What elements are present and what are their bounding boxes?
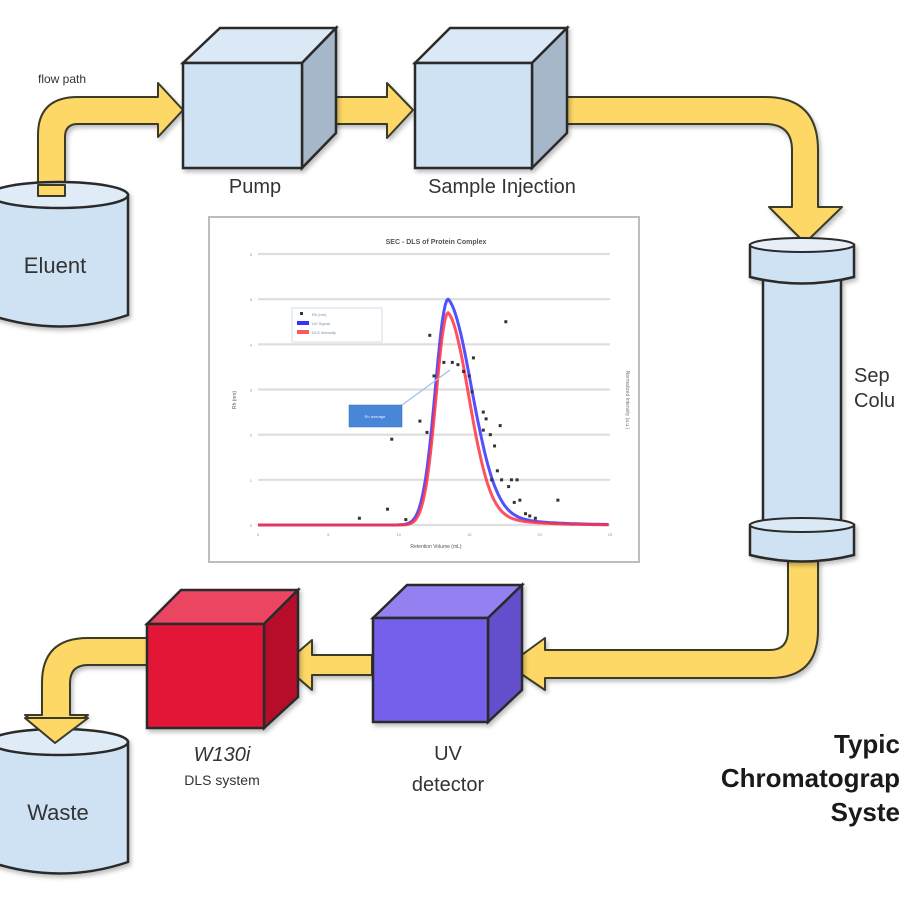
- scatter-point: [518, 498, 522, 502]
- flow-arrow-pump-to-injection: [324, 82, 414, 139]
- flow-arrow-column-to-uv: [507, 559, 819, 691]
- scatter-point: [515, 478, 519, 482]
- scatter-point: [428, 333, 432, 337]
- waste-label: Waste: [27, 800, 89, 825]
- chart-scatter-points: [357, 320, 560, 522]
- uv-label-line2: detector: [412, 774, 485, 796]
- y-tick-label: 6: [250, 252, 253, 257]
- scatter-point: [462, 369, 466, 373]
- scatter-point: [432, 374, 436, 378]
- scatter-point: [471, 356, 475, 360]
- chart-title: SEC - DLS of Protein Complex: [386, 239, 487, 246]
- scatter-point: [404, 518, 408, 522]
- diagram-title-line1: Typic: [834, 729, 900, 759]
- scatter-point: [500, 478, 504, 482]
- scatter-point: [488, 433, 492, 437]
- annotation-text: Rh average: [365, 414, 386, 419]
- legend-item-uv: UV Signal: [312, 321, 330, 326]
- scatter-point: [533, 516, 537, 520]
- legend-marker-rh: [300, 312, 303, 315]
- y-tick-label: 4: [250, 342, 253, 347]
- pump-label: Pump: [229, 176, 281, 198]
- scatter-point: [481, 410, 485, 414]
- scatter-point: [418, 419, 422, 423]
- chart-annotation: Rh average: [348, 369, 451, 428]
- legend-item-rh: Rh (nm): [312, 312, 327, 317]
- diagram-title-line3: Syste: [831, 797, 900, 827]
- scatter-point: [450, 360, 454, 364]
- scatter-point: [357, 516, 361, 520]
- uv-label-line1: UV: [434, 743, 462, 765]
- scatter-point: [456, 363, 460, 367]
- chart-y2-axis-label: Normalized Intensity (a.u.): [624, 371, 630, 430]
- flow-arrow-eluent-inlet: [37, 184, 66, 197]
- x-tick-label: 10: [397, 532, 402, 537]
- sec-dls-chart: SEC - DLS of Protein Complex 0 1 2 3 4 5 6 0 5 1…: [208, 216, 640, 563]
- flow-arrow-injection-to-column: [555, 96, 843, 244]
- x-tick-label: 0: [257, 532, 260, 537]
- scatter-point: [498, 424, 502, 428]
- legend-marker-uv: [297, 321, 309, 325]
- scatter-point: [493, 444, 497, 448]
- scatter-point: [509, 478, 513, 482]
- scatter-point: [390, 437, 394, 441]
- y-tick-label: 3: [250, 388, 253, 393]
- y-tick-label: 0: [250, 523, 253, 528]
- y-tick-label: 5: [250, 297, 253, 302]
- x-tick-label: 15: [467, 532, 472, 537]
- eluent-label: Eluent: [24, 253, 86, 278]
- chart-legend: Rh (nm) UV Signal DLS Intensity: [291, 307, 383, 343]
- x-tick-label: 20: [537, 532, 542, 537]
- scatter-point: [504, 320, 508, 324]
- scatter-point: [528, 514, 532, 518]
- x-tick-label: 25: [608, 532, 613, 537]
- flow-path-label: flow path: [38, 72, 86, 86]
- legend-marker-dls: [297, 330, 309, 334]
- eluent-reservoir: [0, 180, 130, 328]
- scatter-point: [484, 417, 488, 421]
- pump-box: [179, 24, 339, 172]
- flow-arrow-eluent-to-pump: [37, 82, 184, 196]
- y-tick-label: 1: [250, 478, 253, 483]
- separation-column: [748, 237, 856, 563]
- chart-x-ticks: 0 5 10 15 20 25: [257, 532, 613, 537]
- scatter-point: [481, 428, 485, 432]
- flow-arrow-waste-head: [24, 717, 89, 744]
- scatter-point: [495, 469, 499, 473]
- scatter-point: [425, 430, 429, 434]
- y-tick-label: 2: [250, 433, 253, 438]
- scatter-point: [507, 485, 511, 489]
- scatter-point: [512, 500, 516, 504]
- legend-item-dls: DLS Intensity: [312, 330, 336, 335]
- scatter-point: [524, 512, 528, 516]
- scatter-point: [467, 374, 471, 378]
- dls-label-line2: DLS system: [184, 772, 259, 788]
- chart-y-axis-label: Rh (nm): [232, 391, 238, 409]
- chart-series-lines: [257, 297, 609, 527]
- column-label-line1: Sep: [854, 365, 890, 387]
- dls-label-line1: W130i: [194, 744, 251, 766]
- scatter-point: [386, 507, 390, 511]
- scatter-point: [556, 498, 560, 502]
- column-label-line2: Colu: [854, 390, 895, 412]
- series-line-dls-intensity: [257, 311, 609, 527]
- chart-x-axis-label: Retention Volume (mL): [410, 544, 461, 550]
- sample-injection-label: Sample Injection: [428, 176, 576, 198]
- x-tick-label: 5: [327, 532, 330, 537]
- sample-injection-box: [411, 24, 571, 172]
- scatter-point: [490, 478, 494, 482]
- scatter-point: [470, 390, 474, 394]
- diagram-title-line2: Chromatograp: [721, 763, 900, 793]
- dls-system-box: [143, 586, 302, 731]
- uv-detector-box: [369, 582, 526, 725]
- scatter-point: [442, 360, 446, 364]
